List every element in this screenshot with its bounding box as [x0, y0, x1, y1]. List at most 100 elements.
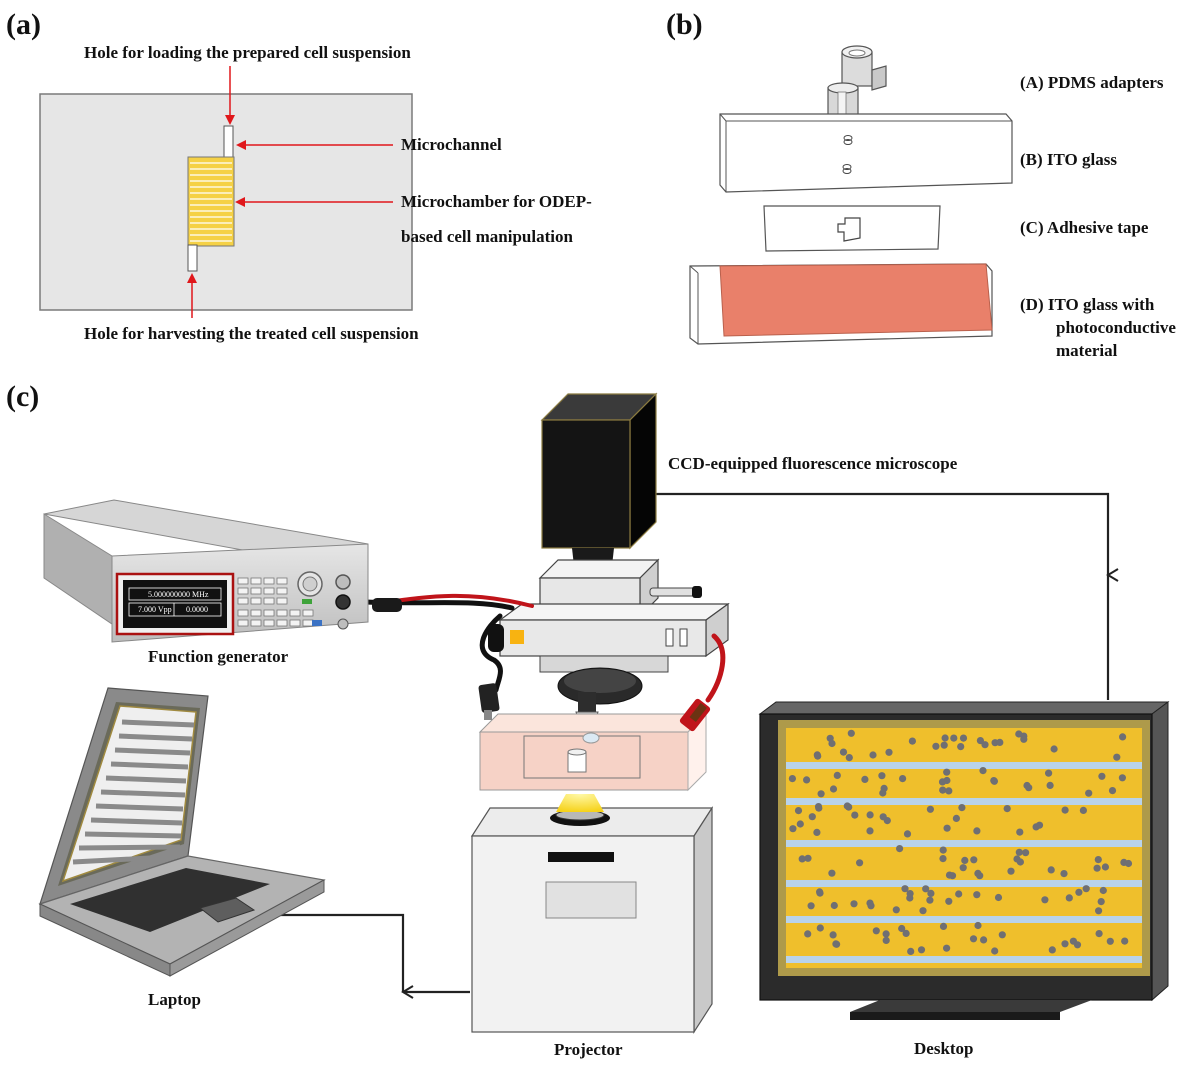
screen-cell	[866, 827, 874, 835]
adhesive-tape	[763, 205, 941, 252]
screen-cell	[1060, 870, 1068, 878]
screen-cell	[832, 940, 840, 948]
screen-cell	[814, 752, 822, 760]
label-microscope: CCD-equipped fluorescence microscope	[668, 454, 958, 473]
screen-bands	[786, 762, 1142, 963]
screen-cell	[1079, 806, 1087, 815]
screen-cell	[794, 807, 803, 815]
ito-glass	[719, 113, 1013, 193]
microchannel-bottom	[187, 244, 198, 272]
screen-cell	[1108, 787, 1117, 795]
screen-cell	[939, 786, 947, 794]
screen-cell	[958, 804, 966, 812]
screen-cell	[941, 734, 949, 742]
label-function-generator: Function generator	[148, 647, 289, 666]
label-adhesive-tape: (C) Adhesive tape	[1020, 218, 1149, 237]
screen-cell	[1106, 937, 1114, 945]
screen-cell	[1050, 745, 1058, 753]
screen-cell	[866, 811, 874, 819]
screen-cell	[991, 947, 999, 955]
screen-cell	[1119, 733, 1127, 741]
screen-cell	[1045, 769, 1053, 777]
screen-cell	[961, 856, 969, 865]
odep-chip	[478, 712, 708, 792]
screen-band	[786, 880, 1142, 887]
panel-a: (a) Hole for loading the prepared cell s…	[6, 8, 592, 343]
screen-cell	[917, 946, 926, 954]
screen-cell	[804, 930, 812, 938]
screen-cell	[1082, 885, 1090, 893]
screen-cell	[788, 775, 797, 783]
screen-cell	[828, 869, 836, 877]
screen-cell	[1061, 806, 1069, 814]
screen-cell	[943, 776, 951, 785]
projector-slot	[548, 852, 614, 862]
fg-screen	[123, 580, 227, 628]
panel-c: (c)	[6, 380, 1170, 1059]
label-projector: Projector	[554, 1040, 623, 1059]
screen-cell	[789, 825, 797, 833]
screen-cell	[829, 931, 837, 939]
screen-cell	[952, 814, 961, 823]
screen-cell	[974, 921, 982, 930]
laptop-trackpad	[198, 897, 256, 923]
screen-cell	[1022, 849, 1030, 857]
fg-offset: 0.0000	[186, 605, 208, 614]
screen-cell	[879, 789, 887, 797]
label-microchamber-1: Microchamber for ODEP-	[401, 192, 592, 211]
screen-band	[786, 798, 1142, 805]
screen-cell	[830, 901, 838, 910]
fg-amplitude: 7.000 Vpp	[138, 605, 172, 614]
screen-cell	[843, 802, 851, 810]
screen-cell	[896, 845, 904, 853]
screen-cell	[945, 897, 953, 905]
screen-cell	[861, 775, 869, 784]
screen-cell	[908, 737, 917, 745]
fg-connector-bottom	[337, 618, 349, 630]
screen-cell	[817, 790, 825, 798]
panel-a-label: (a)	[6, 8, 41, 41]
cable-plug-black	[478, 683, 500, 713]
laptop-keyboard	[70, 868, 270, 932]
screen-cell	[1013, 855, 1021, 863]
screen-cell	[1095, 907, 1103, 915]
screen-cell	[869, 751, 877, 759]
cable-plug-tip-black	[484, 710, 492, 720]
projector	[470, 805, 714, 1035]
screen-cell	[1095, 930, 1103, 938]
screen-cell	[1047, 866, 1055, 874]
screen-cell	[998, 931, 1006, 939]
ccd-camera	[541, 419, 631, 549]
screen-cell	[939, 846, 947, 854]
screen-cell	[940, 741, 948, 749]
panel-b: (b)	[666, 8, 1176, 360]
screen-cell	[939, 922, 948, 931]
screen-cell	[943, 824, 951, 832]
screen-cell	[1094, 856, 1102, 864]
label-loading-hole: Hole for loading the prepared cell suspe…	[84, 43, 411, 62]
screen-cell	[816, 889, 824, 897]
screen-cell	[926, 805, 935, 813]
screen-band	[786, 916, 1142, 923]
screen-cell	[906, 890, 914, 898]
screen-cell	[919, 907, 927, 915]
fg-output-connector	[335, 594, 351, 610]
screen-cell	[970, 856, 978, 864]
screen-cell	[1121, 937, 1129, 945]
fg-connector-top	[335, 574, 351, 590]
label-pdms: (A) PDMS adapters	[1020, 73, 1164, 92]
screen-cell	[948, 872, 957, 880]
screen-cell	[1099, 886, 1107, 895]
screen-cell	[980, 936, 988, 944]
screen-cell	[922, 885, 930, 893]
screen-cell	[828, 739, 836, 748]
laptop	[38, 687, 326, 977]
screen-cell	[1065, 894, 1073, 902]
screen-cell	[994, 893, 1003, 902]
fg-frequency: 5.000000000 MHz	[148, 590, 209, 599]
label-microchamber-2: based cell manipulation	[401, 227, 573, 246]
desktop-monitor	[758, 701, 1170, 1020]
screen-cell	[973, 827, 981, 835]
screen-cell	[1113, 753, 1121, 761]
screen-cell	[979, 767, 987, 775]
